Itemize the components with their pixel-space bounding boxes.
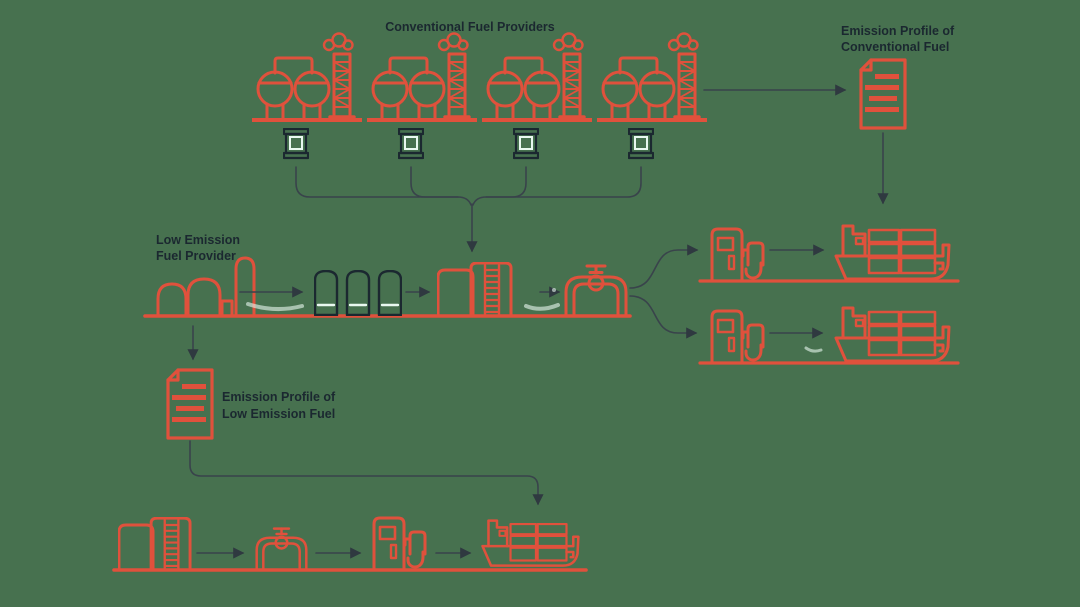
pipeline-valve-icon xyxy=(564,264,628,316)
container-ship-icon-2 xyxy=(834,306,951,363)
oil-barrel-icon-2 xyxy=(398,128,424,160)
oil-barrel-icon-4 xyxy=(628,128,654,160)
connector-barrels-to-plant xyxy=(295,166,642,253)
processing-plant-icon-bottom xyxy=(118,517,192,570)
storage-tanks-icon xyxy=(314,270,402,316)
refinery-icon-4 xyxy=(597,32,707,122)
refinery-icon-3 xyxy=(482,32,592,122)
refinery-icon-2 xyxy=(367,32,477,122)
oil-barrel-icon-1 xyxy=(283,128,309,160)
emission-profile-conventional-label-line2: Conventional Fuel xyxy=(841,40,949,54)
fuel-pump-icon-bottom xyxy=(372,516,427,570)
oil-barrel-icon-3 xyxy=(513,128,539,160)
container-ship-icon-bottom xyxy=(481,519,580,568)
fuel-pump-icon-2 xyxy=(710,309,765,363)
emission-profile-low-label-line2: Low Emission Fuel xyxy=(222,407,335,421)
connector-valve-to-pumps xyxy=(629,244,699,339)
processing-plant-icon xyxy=(437,262,513,316)
low-emission-provider-label-line1: Low Emission xyxy=(156,233,240,247)
connector-low-profile-to-bottom-ship xyxy=(189,440,544,506)
document-icon-conventional-profile xyxy=(859,58,907,130)
pipeline-valve-icon-bottom xyxy=(255,527,308,570)
container-ship-icon-1 xyxy=(834,224,951,281)
emission-profile-conventional-label-line1: Emission Profile of xyxy=(841,24,955,38)
emission-profile-low-label-line1: Emission Profile of xyxy=(222,390,336,404)
highlight-swooshes xyxy=(246,288,823,353)
dome-plant-icon-low-emission-provider xyxy=(156,256,256,316)
fuel-pump-icon-1 xyxy=(710,227,765,281)
refinery-icon-1 xyxy=(252,32,362,122)
document-icon-low-profile xyxy=(166,368,214,440)
conventional-providers-label: Conventional Fuel Providers xyxy=(385,20,555,34)
low-emission-provider-label-line2: Fuel Provider xyxy=(156,249,236,263)
